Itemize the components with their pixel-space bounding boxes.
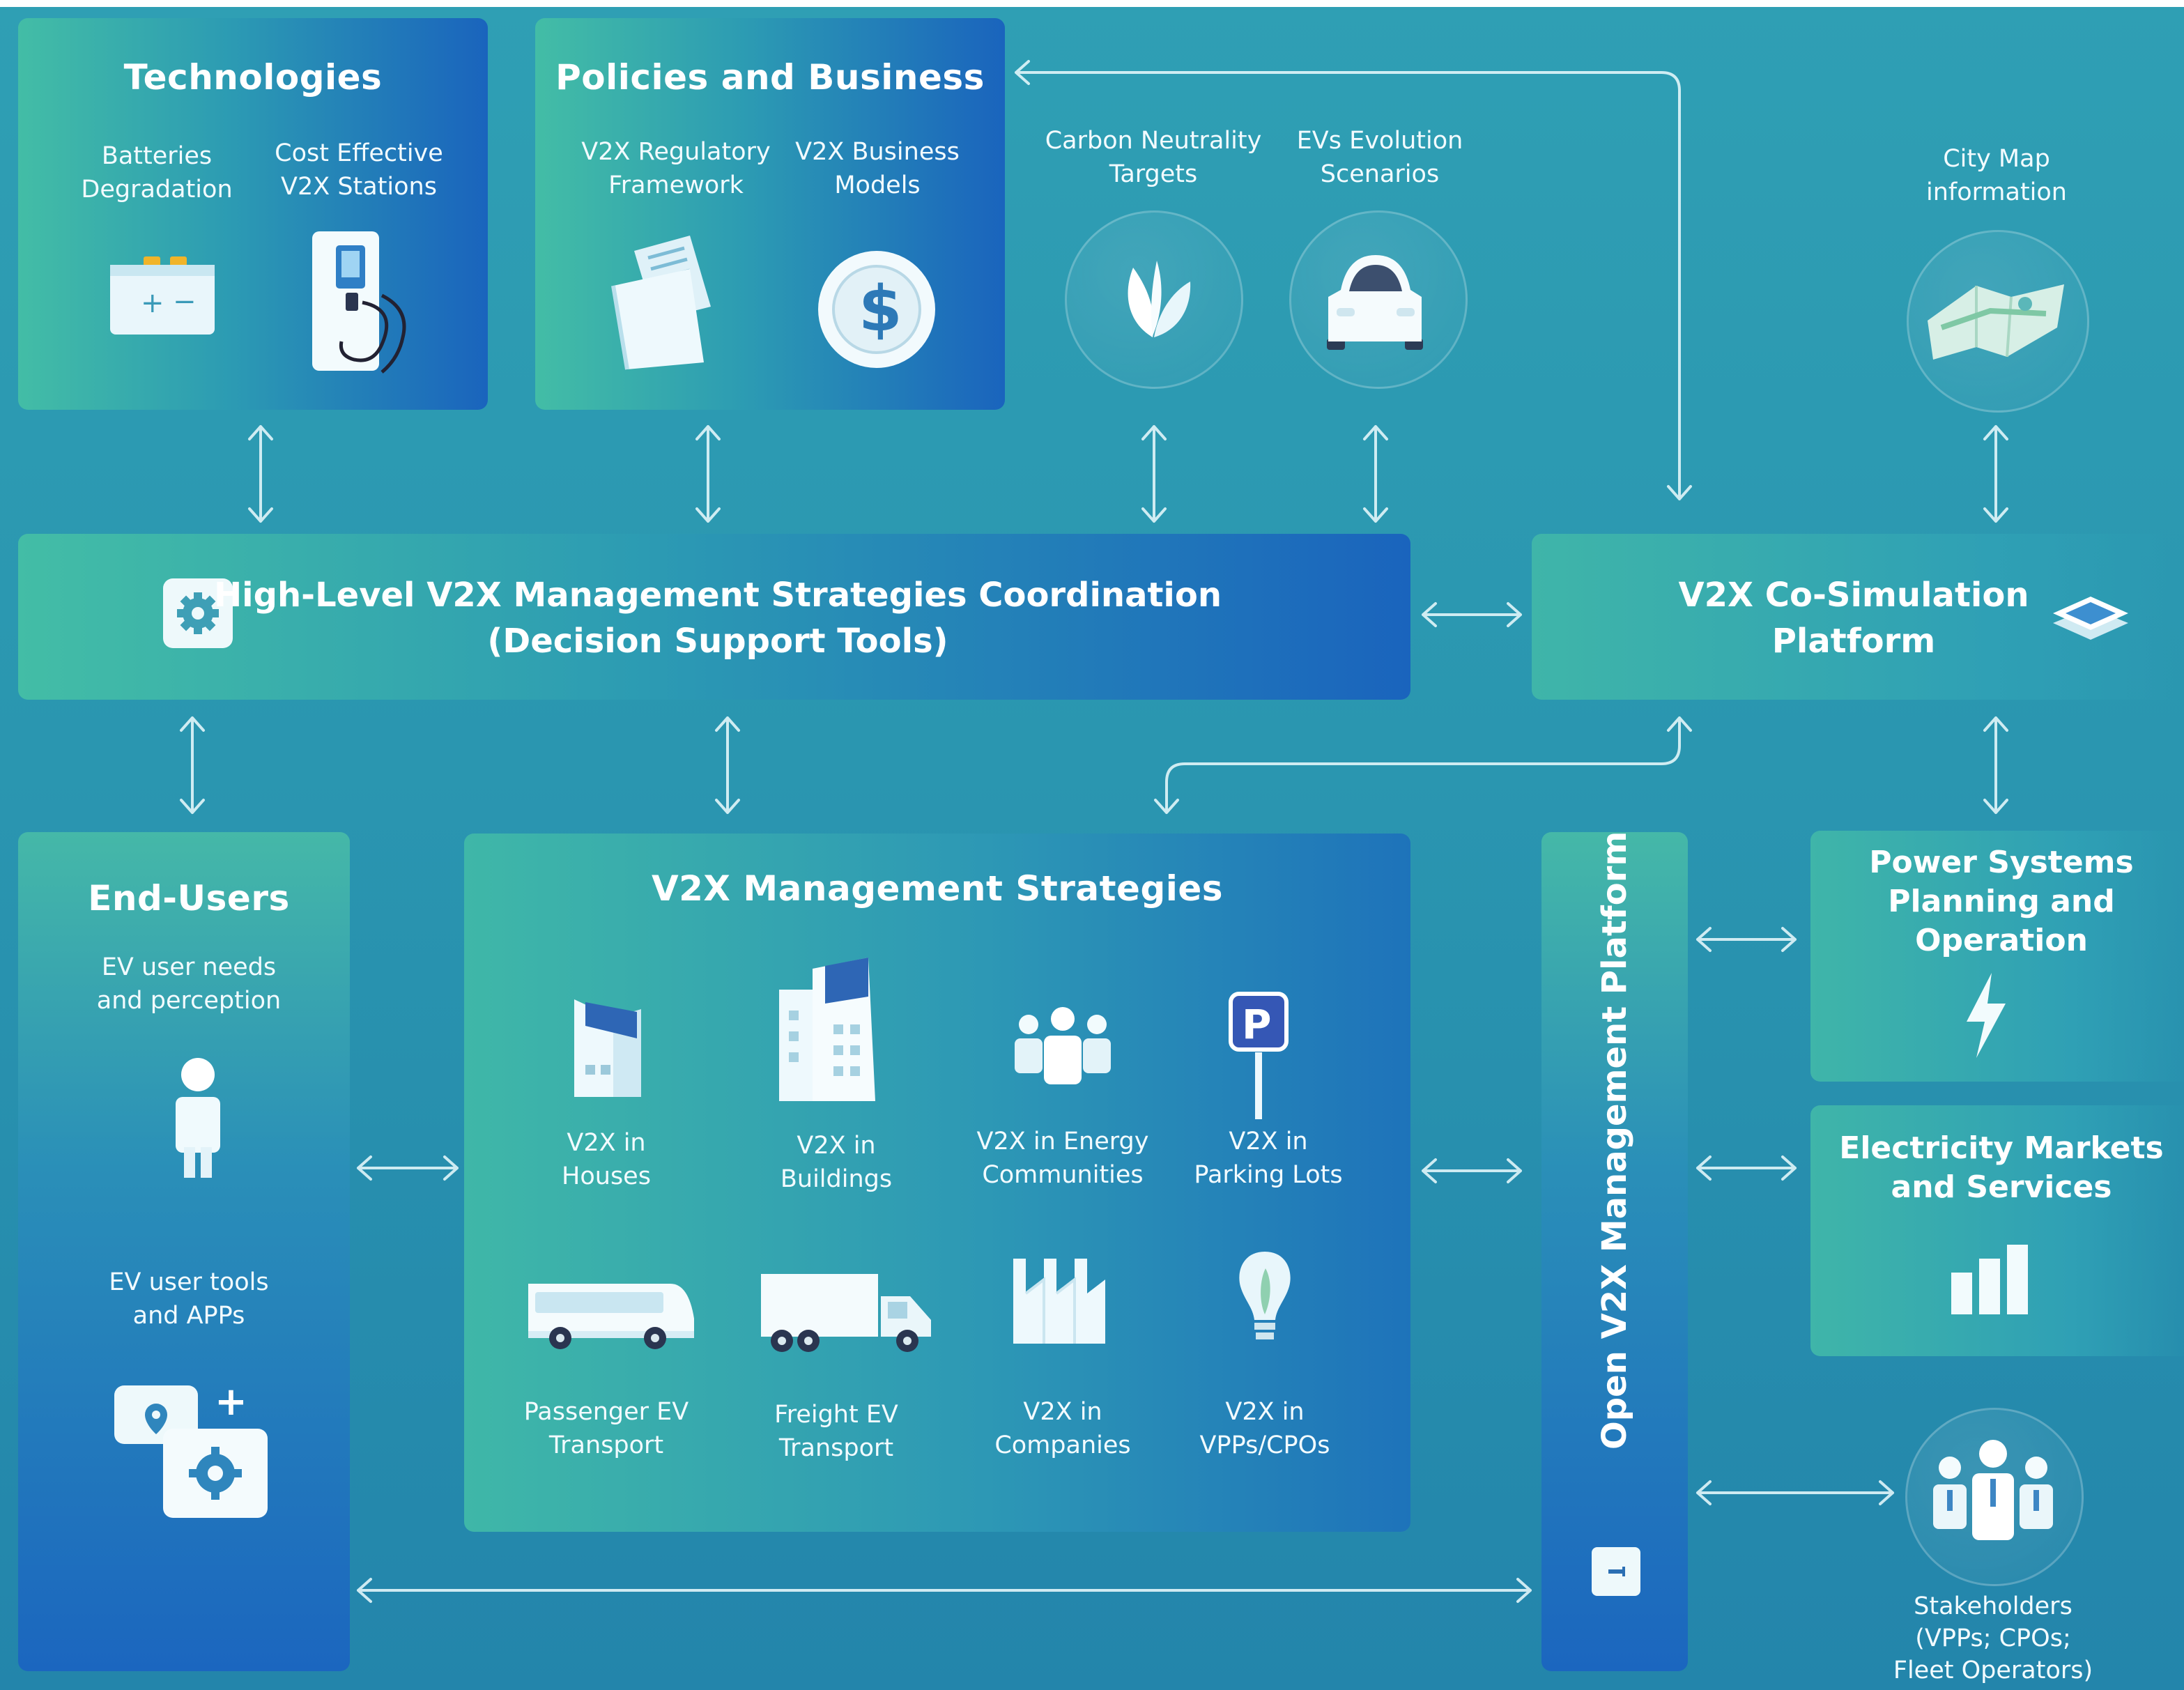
evs-label: EVs Evolution Scenarios (1296, 127, 1463, 188)
strategy-label-houses: V2X in Houses (562, 1129, 651, 1190)
svg-text:−: − (173, 286, 197, 318)
stations-label: Cost Effective V2X Stations (275, 139, 443, 201)
coordination-line2: (Decision Support Tools) (487, 622, 948, 661)
stakeholders-icon (1933, 1440, 2053, 1540)
parking-sign-icon: P (1229, 992, 1289, 1119)
open-platform-box (1541, 832, 1688, 1671)
arrow-platform-powersystems (1696, 927, 1797, 952)
parking-letter: P (1242, 1001, 1272, 1048)
factory-icon (1013, 1259, 1105, 1344)
arrow-coordination-cosim (1422, 602, 1522, 627)
business-models-label: V2X Business Models (795, 138, 960, 199)
arrow-platform-markets (1696, 1155, 1797, 1181)
strategies-box (464, 834, 1410, 1532)
leaf-icon (1128, 261, 1191, 337)
buildings-icon (779, 958, 875, 1101)
arrow-carbon-coordination (1141, 425, 1167, 523)
arrow-cosim-powersystems (1983, 716, 2008, 814)
document-icon (611, 236, 711, 370)
policies-title: Policies and Business (555, 57, 985, 98)
strategy-label-freight: Freight EV Transport (774, 1401, 898, 1462)
lightning-icon (1967, 973, 2006, 1058)
technologies-title: Technologies (123, 57, 383, 98)
strategy-label-buildings: V2X in Buildings (780, 1132, 893, 1193)
svg-text:+: + (215, 1380, 247, 1424)
strategy-label-companies: V2X in Companies (994, 1398, 1131, 1459)
cosim-line1: V2X Co-Simulation (1678, 576, 2029, 615)
user-needs-label: EV user needs and perception (96, 953, 282, 1015)
bus-icon (528, 1284, 694, 1349)
arrow-technologies-coordination (248, 425, 273, 523)
arrow-endusers-strategies (357, 1155, 459, 1181)
coordination-box (18, 534, 1410, 700)
arrow-strategies-platform (1422, 1158, 1522, 1183)
arrow-cosim-strategies (1154, 716, 1692, 814)
arrow-policies-coordination (695, 425, 721, 523)
truck-icon (761, 1274, 931, 1352)
dollar-coin-icon: $ (818, 251, 935, 368)
arrow-citymap-cosim (1983, 425, 2008, 523)
batteries-label: Batteries Degradation (81, 142, 233, 203)
technologies-box (18, 18, 488, 410)
regulatory-label: V2X Regulatory Framework (581, 138, 771, 199)
lightbulb-icon (1239, 1252, 1291, 1339)
strategies-title: V2X Management Strategies (651, 868, 1224, 909)
power-systems-box (1810, 831, 2184, 1082)
user-tools-label: EV user tools and APPs (109, 1268, 269, 1330)
arrow-coordination-endusers (180, 716, 205, 814)
strategy-label-vpps: V2X in VPPs/CPOs (1199, 1398, 1330, 1459)
map-icon (1928, 284, 2064, 360)
stakeholders-label: Stakeholders (VPPs; CPOs; Fleet Operator… (1893, 1592, 2093, 1684)
bar-chart-icon (1951, 1245, 2028, 1314)
svg-text:$: $ (859, 272, 902, 346)
carbon-label: Carbon Neutrality Targets (1045, 127, 1262, 188)
policies-box (535, 18, 1005, 410)
open-platform-label: Open V2X Management Platform (1595, 831, 1634, 1450)
end-users-box (18, 832, 350, 1671)
arrow-coordination-strategies (715, 716, 740, 814)
svg-text:+: + (141, 287, 164, 319)
city-map-label: City Map information (1925, 145, 2067, 206)
house-icon (574, 999, 641, 1097)
platform-layers-icon (2053, 597, 2128, 640)
strategy-label-parking-lots: V2X in Parking Lots (1194, 1128, 1343, 1189)
end-users-title: End-Users (88, 878, 290, 919)
arrow-endusers-platform (357, 1578, 1532, 1603)
charging-station-icon (312, 231, 406, 374)
strategy-label-energy-communities: V2X in Energy Communities (976, 1128, 1149, 1189)
battery-icon: + − (110, 256, 215, 335)
person-icon (176, 1058, 220, 1178)
markets-label: Electricity Markets and Services (1839, 1130, 2164, 1205)
strategy-label-passenger: Passenger EV Transport (523, 1398, 689, 1459)
coordination-line1: High-Level V2X Management Strategies Coo… (213, 576, 1222, 615)
cosim-line2: Platform (1771, 622, 1936, 661)
car-icon (1327, 255, 1423, 350)
arrow-policies-cosim (1015, 60, 1692, 500)
arrow-evs-coordination (1363, 425, 1388, 523)
arrow-platform-stakeholders (1696, 1480, 1894, 1505)
power-systems-label: Power Systems Planning and Operation (1869, 845, 2134, 958)
community-icon (1015, 1007, 1111, 1084)
gear-icon (163, 578, 233, 648)
platform-icon (1592, 1547, 1640, 1596)
app-tools-icon: + (114, 1380, 268, 1518)
